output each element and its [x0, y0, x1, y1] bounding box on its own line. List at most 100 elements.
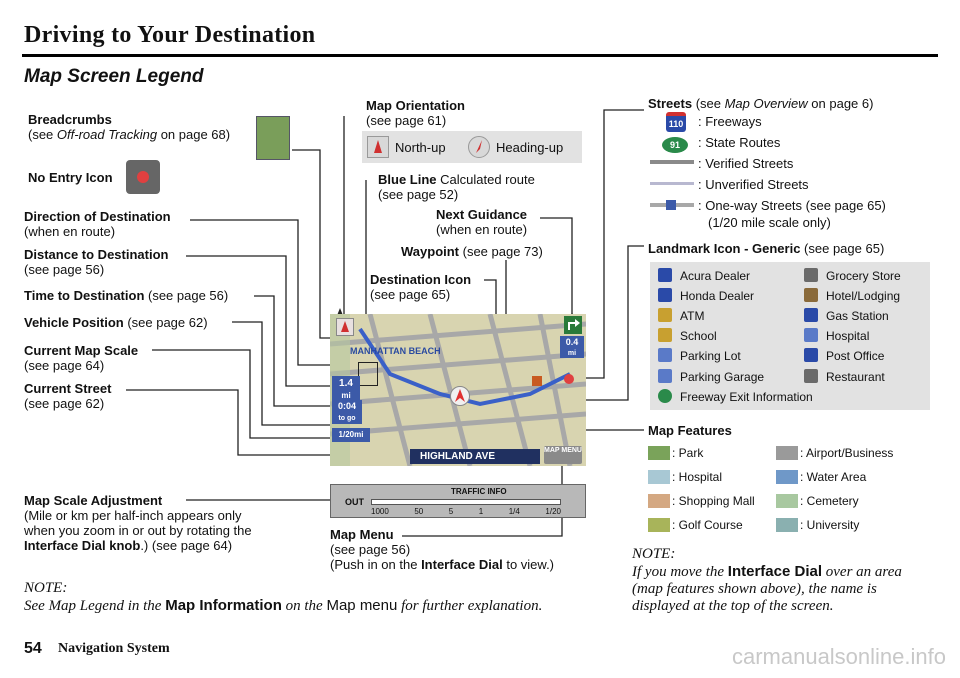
- scale-tick: 50: [414, 507, 424, 516]
- direction-callout: Direction of Destination(when en route): [24, 209, 171, 239]
- hospital-icon: [804, 328, 818, 342]
- restaurant-icon: [804, 369, 818, 383]
- scale-tick: 1/20: [545, 507, 561, 516]
- map-scale-callout: Current Map Scale(see page 64): [24, 343, 139, 373]
- scale-tick: 1: [478, 507, 484, 516]
- one-way-note: (1/20 mile scale only): [708, 215, 831, 230]
- parking-garage-icon: [658, 369, 672, 383]
- map-features-title: Map Features: [648, 423, 732, 438]
- map-area-label: MANHATTAN BEACH: [350, 346, 441, 356]
- watermark: carmanualsonline.info: [731, 644, 946, 669]
- time-callout: Time to Destination (see page 56): [24, 288, 229, 303]
- landmark-title: Landmark Icon - Generic (see page 65): [648, 241, 885, 256]
- scale-ticks: 1000 50 5 1 1/4 1/20: [371, 507, 561, 516]
- unverified-street-line: [650, 182, 694, 185]
- landmark-school: School: [680, 329, 717, 343]
- landmark-freeway-exit: Freeway Exit Information: [680, 390, 813, 404]
- vehicle-position-box: [358, 362, 378, 386]
- feature-label: : Water Area: [800, 470, 867, 484]
- atm-icon: [658, 308, 672, 322]
- state-route-icon: 91: [662, 137, 688, 153]
- blue-line-callout: Blue Line Calculated route(see page 52): [378, 172, 535, 202]
- landmark-grocery: Grocery Store: [826, 269, 901, 283]
- scale-adjust-bar[interactable]: OUT TRAFFIC INFO 1000 50 5 1 1/4 1/20: [330, 484, 586, 518]
- feature-label: : Golf Course: [672, 518, 743, 532]
- feature-swatch: [776, 518, 798, 532]
- gas-station-icon: [804, 308, 818, 322]
- grocery-store-icon: [804, 268, 818, 282]
- destination-icon: [564, 374, 574, 384]
- section-title: Map Screen Legend: [24, 66, 204, 87]
- heading-up-label: Heading-up: [496, 140, 564, 155]
- honda-dealer-icon: [658, 288, 672, 302]
- scale-track[interactable]: [371, 499, 561, 505]
- feature-swatch: [776, 470, 798, 484]
- north-up-icon: [367, 136, 389, 158]
- one-way-street-line: [650, 200, 694, 210]
- next-guidance-callout: Next Guidance(when en route): [436, 207, 528, 237]
- scale-tick: 5: [448, 507, 454, 516]
- no-entry-icon: [126, 160, 160, 194]
- map-menu-button[interactable]: MAP MENU: [544, 446, 582, 464]
- feature-label: : Park: [672, 446, 704, 460]
- landmark-atm: ATM: [680, 309, 705, 323]
- waypoint-icon: [532, 376, 542, 386]
- one-way-streets-label: : One-way Streets (see page 65): [698, 198, 886, 213]
- page-number: 54: [24, 640, 42, 657]
- landmark-post-office: Post Office: [826, 349, 885, 363]
- title-rule: [22, 54, 938, 57]
- feature-label: : University: [800, 518, 860, 532]
- freeway-icon: 110: [666, 112, 686, 132]
- feature-swatch: [648, 470, 670, 484]
- streets-title: Streets (see Map Overview on page 6): [648, 96, 874, 111]
- feature-swatch: [776, 446, 798, 460]
- state-routes-label: : State Routes: [698, 135, 781, 150]
- unverified-streets-label: : Unverified Streets: [698, 177, 809, 192]
- landmark-parking-garage: Parking Garage: [680, 370, 765, 384]
- feature-swatch: [648, 494, 670, 508]
- traffic-info-label: TRAFFIC INFO: [451, 487, 507, 496]
- feature-swatch: [648, 446, 670, 460]
- no-entry-callout: No Entry Icon: [28, 170, 113, 185]
- feature-swatch: [776, 494, 798, 508]
- landmark-hotel: Hotel/Lodging: [826, 289, 901, 303]
- scale-readout: 1/20mi: [332, 428, 370, 442]
- feature-label: : Cemetery: [800, 494, 859, 508]
- feature-swatch: [648, 518, 670, 532]
- landmark-gas: Gas Station: [826, 309, 889, 323]
- landmark-acura: Acura Dealer: [680, 269, 751, 283]
- map-north-icon[interactable]: [336, 318, 354, 336]
- map-menu-callout: Map Menu (see page 56) (Push in on the I…: [330, 527, 555, 572]
- verified-streets-label: : Verified Streets: [698, 156, 794, 171]
- landmark-restaurant: Restaurant: [826, 370, 885, 384]
- post-office-icon: [804, 348, 818, 362]
- vehicle-callout: Vehicle Position (see page 62): [24, 315, 208, 330]
- next-guidance-arrow-icon: [564, 316, 582, 334]
- waypoint-callout: Waypoint (see page 73): [401, 244, 543, 259]
- street-callout: Current Street(see page 62): [24, 381, 112, 411]
- right-note: NOTE: If you move the Interface Dial ove…: [632, 546, 902, 614]
- destination-callout: Destination Icon(see page 65): [370, 272, 472, 302]
- scale-adjust-callout: Map Scale Adjustment (Mile or km per hal…: [24, 493, 252, 553]
- landmark-honda: Honda Dealer: [680, 289, 755, 303]
- current-street-bar: HIGHLAND AVE: [410, 449, 540, 464]
- freeways-label: : Freeways: [698, 114, 762, 129]
- landmark-hospital: Hospital: [826, 329, 870, 343]
- landmark-parking-lot: Parking Lot: [680, 349, 741, 363]
- school-icon: [658, 328, 672, 342]
- page-title: Driving to Your Destination: [24, 22, 316, 48]
- acura-dealer-icon: [658, 268, 672, 282]
- landmark-box: [650, 262, 930, 410]
- orientation-callout: Map Orientation(see page 61): [366, 98, 465, 128]
- north-up-label: North-up: [395, 140, 446, 155]
- scale-tick: 1000: [371, 507, 389, 516]
- scale-out-label: OUT: [345, 497, 364, 507]
- hotel-icon: [804, 288, 818, 302]
- feature-label: : Airport/Business: [800, 446, 894, 460]
- vehicle-position-icon: [450, 386, 470, 406]
- breadcrumbs-icon: [256, 116, 290, 160]
- breadcrumbs-callout: Breadcrumbs (see Off-road Tracking on pa…: [28, 112, 231, 142]
- feature-label: : Hospital: [672, 470, 723, 484]
